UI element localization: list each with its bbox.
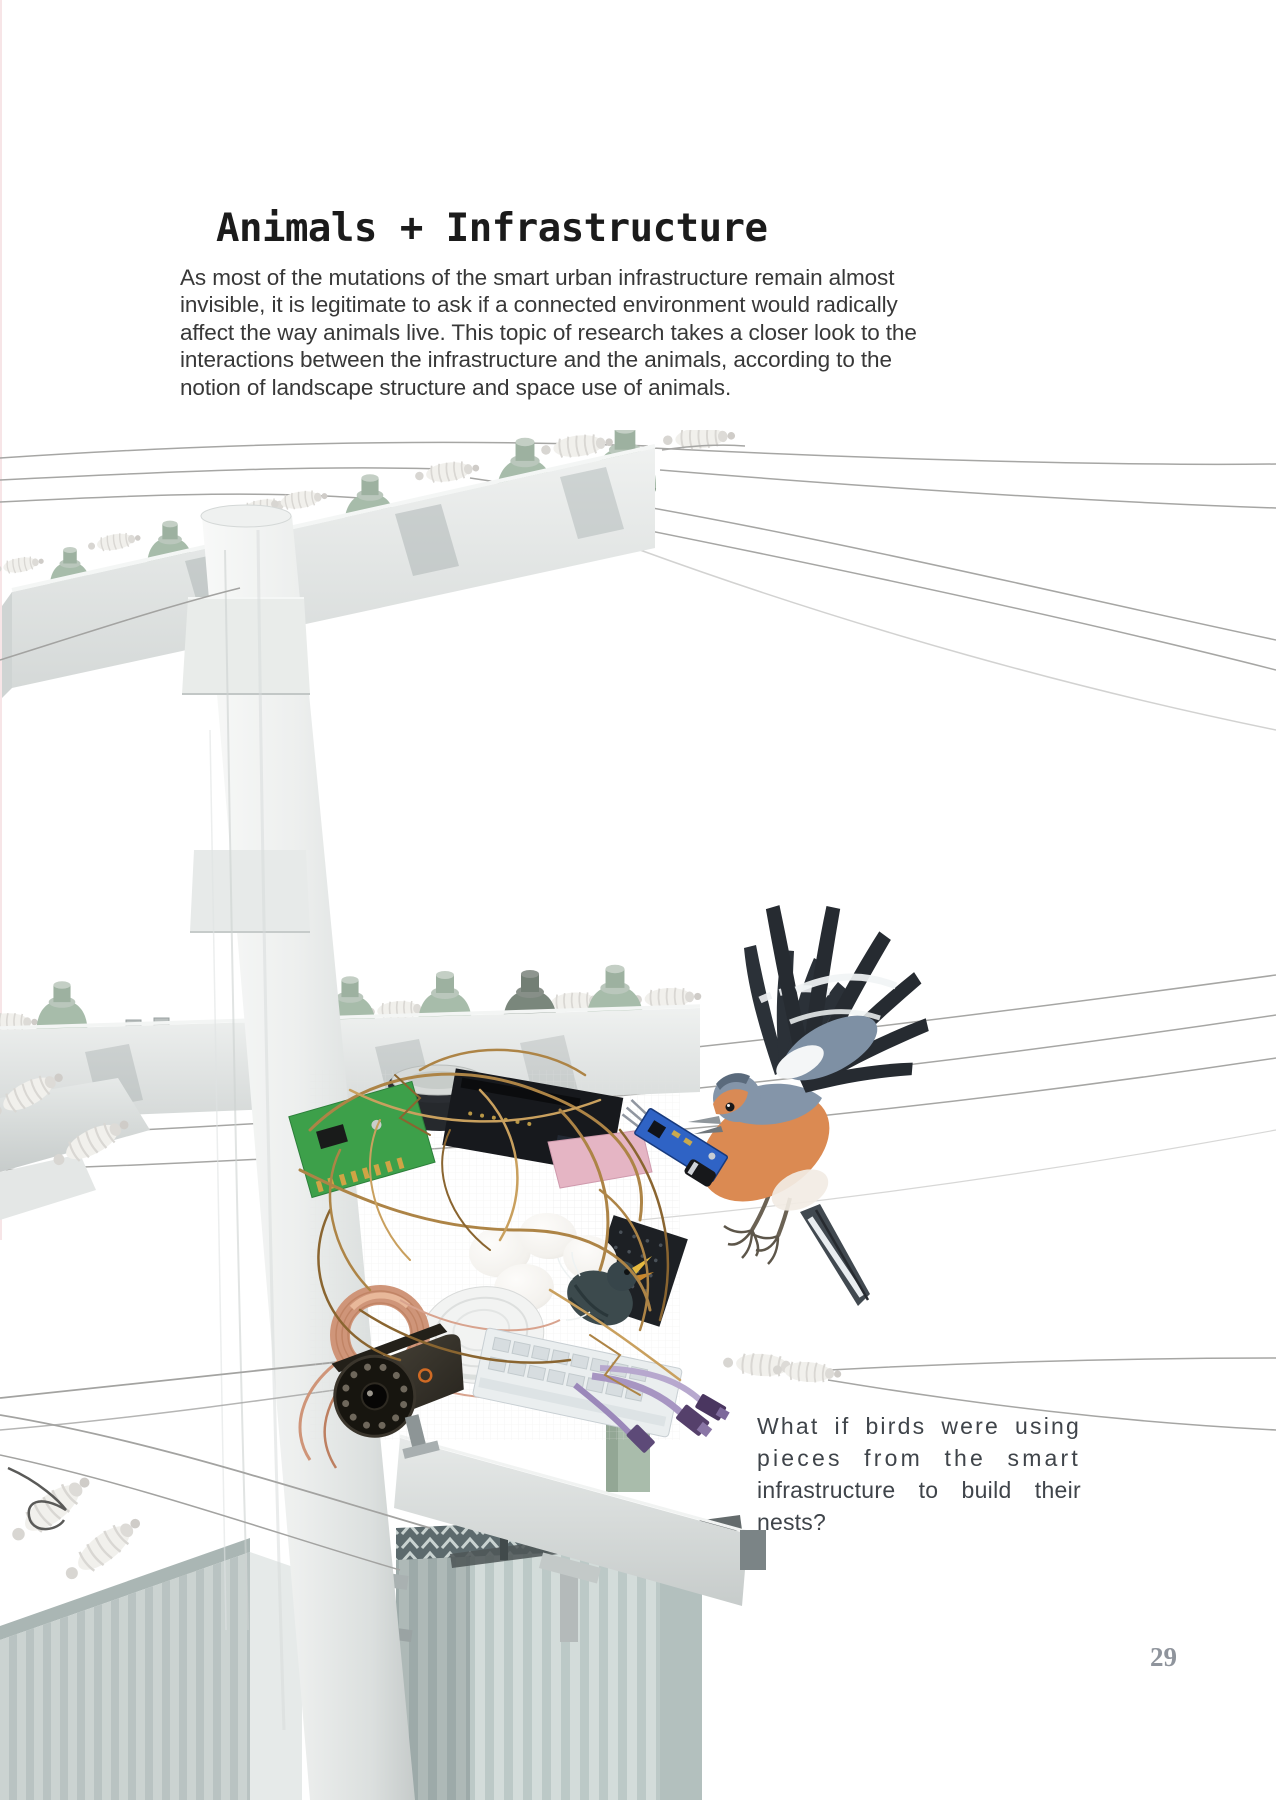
straw-twigs (298, 1048, 682, 1396)
caption-line: What if birds were using (757, 1413, 1081, 1439)
caption-line: pieces from the smart (757, 1445, 1081, 1471)
beak-lower (694, 1126, 723, 1134)
eggs (469, 1212, 617, 1313)
tail (800, 1204, 870, 1306)
left-arm-fragment (0, 1064, 150, 1220)
front-power-lines (0, 587, 433, 1571)
caption-line: infrastructure to build their (757, 1477, 1081, 1503)
transformer-right (351, 1515, 742, 1800)
bird-head (688, 1073, 761, 1134)
collage-illustration (0, 430, 1276, 1800)
purple-cables (573, 1365, 730, 1453)
beak-upper (688, 1116, 721, 1124)
caption-line: nests? (757, 1509, 826, 1535)
intro-paragraph: As most of the mutations of the smart ur… (180, 264, 917, 400)
near-wing (765, 905, 929, 1093)
security-camera (331, 1323, 464, 1459)
chaffinch-bird (621, 905, 929, 1306)
top-crossarm (0, 430, 746, 698)
electronics-nest (288, 1048, 730, 1469)
transformer-left (0, 1466, 302, 1800)
illustration-caption: What if birds were using pieces from the… (757, 1410, 1081, 1538)
bird-vent (771, 1169, 829, 1211)
scan-edge-line (0, 0, 2, 1240)
page-number: 29 (1150, 1642, 1177, 1672)
sensor-module (621, 1099, 729, 1187)
page-title: Animals + Infrastructure (216, 206, 768, 252)
